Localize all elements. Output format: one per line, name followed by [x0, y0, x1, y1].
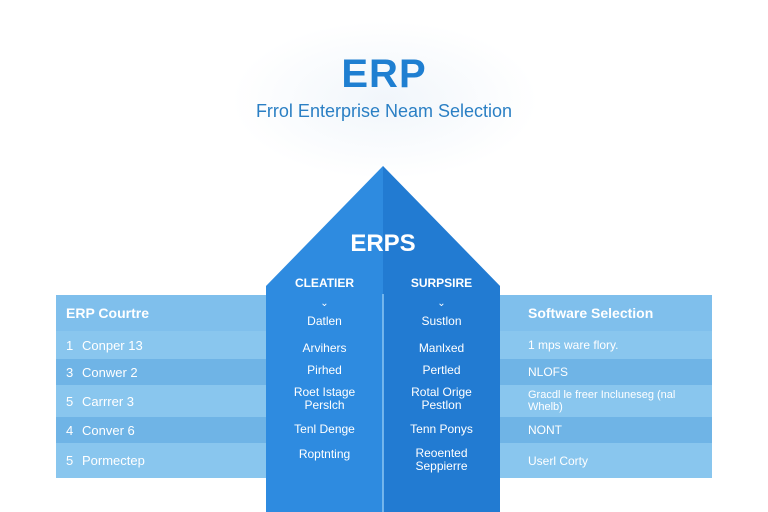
- row-label: Userl Corty: [528, 453, 589, 468]
- right-panel-row: 1 mps ware flory.: [500, 331, 712, 359]
- right-column: SURPSIRE ⌄: [383, 276, 500, 314]
- row-label: Pormectep: [82, 453, 145, 468]
- right-column-item: Reoented Seppierre: [415, 446, 468, 473]
- house-shape: [266, 166, 500, 512]
- left-column-item: Roptnting: [298, 447, 351, 461]
- right-panel-row: NLOFS: [500, 359, 712, 385]
- right-panel-row: NONT: [500, 417, 712, 443]
- row-label: Gracdl le freer Incluneseg (nal Whelb): [528, 389, 676, 413]
- row-label: Conwer 2: [82, 364, 138, 380]
- left-panel-row: 4 Conver 6: [56, 417, 268, 443]
- row-label: NONT: [528, 423, 562, 437]
- row-label: Conver 6: [82, 422, 135, 438]
- right-panel: Software Selection 1 mps ware flory. NLO…: [500, 295, 712, 478]
- right-column-item: Pertled: [422, 363, 461, 377]
- row-number: 5: [66, 393, 74, 409]
- row-label: Conper 13: [82, 337, 143, 353]
- left-column: CLEATIER ⌄: [266, 276, 383, 314]
- left-column-item: Arvihers: [302, 341, 347, 355]
- right-column-heading: SURPSIRE: [410, 276, 473, 290]
- row-label: Carrrer 3: [82, 393, 135, 409]
- page-title: ERP: [341, 52, 427, 96]
- left-panel-row: 5 Carrrer 3: [56, 385, 268, 417]
- left-column-item: Tenl Denge: [294, 422, 355, 436]
- chevron-down-icon: ⌄: [320, 298, 329, 309]
- chevron-down-icon: ⌄: [437, 298, 446, 309]
- left-column-item: Roet Istage Perslch: [293, 385, 356, 412]
- left-column-heading: CLEATIER: [294, 276, 355, 290]
- right-column-item: Manlxed: [418, 341, 465, 355]
- row-number: 4: [66, 422, 74, 438]
- page-subtitle: Frrol Enterprise Neam Selection: [255, 101, 513, 121]
- house-title: ERPS: [350, 230, 416, 257]
- left-column-item: Datlen: [307, 314, 342, 328]
- left-panel-header: ERP Courtre: [56, 295, 268, 331]
- left-panel-row: 5 Pormectep: [56, 443, 268, 478]
- row-number: 5: [66, 453, 74, 468]
- row-number: 3: [66, 364, 74, 380]
- right-panel-header: Software Selection: [500, 295, 712, 331]
- left-column-item: Pirhed: [307, 363, 342, 377]
- left-panel-row: 1 Conper 13: [56, 331, 268, 359]
- row-label: 1 mps ware flory.: [528, 338, 619, 352]
- left-panel: ERP Courtre 1 Conper 13 3 Conwer 2 5 Car…: [56, 295, 268, 478]
- row-label: NLOFS: [528, 365, 569, 379]
- right-panel-row: Gracdl le freer Incluneseg (nal Whelb): [500, 385, 712, 417]
- right-column-item: Sustlon: [421, 314, 462, 328]
- right-column-item: Rotal Orige Pestlon: [411, 385, 472, 412]
- right-panel-row: Userl Corty: [500, 443, 712, 478]
- right-column-item: Tenn Ponys: [410, 422, 473, 436]
- erp-house: ERPS CLEATIER ⌄ SURPSIRE ⌄ Datlen Arvihe…: [266, 166, 500, 512]
- left-panel-row: 3 Conwer 2: [56, 359, 268, 385]
- title-glow: [230, 20, 540, 180]
- row-number: 1: [66, 337, 74, 353]
